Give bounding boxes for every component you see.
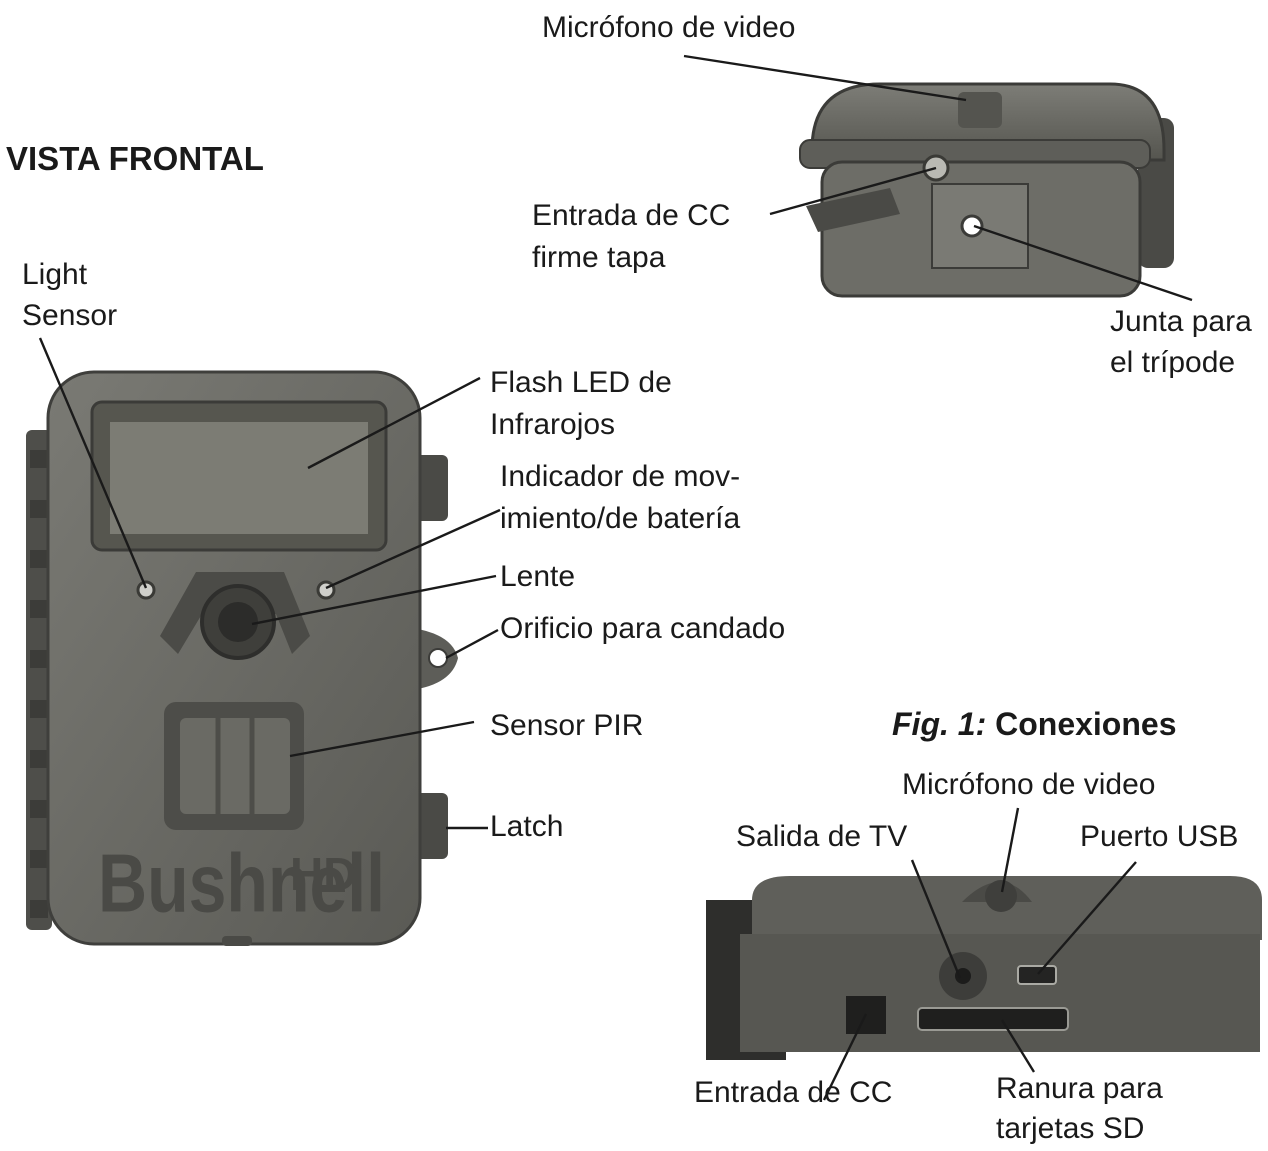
connection-panel bbox=[740, 934, 1260, 1052]
pir-sensor-window bbox=[180, 718, 290, 814]
label-top-video-mic: Micrófono de video bbox=[542, 7, 795, 49]
mic-grill-icon bbox=[985, 880, 1017, 912]
label-conn-video-mic: Micrófono de video bbox=[902, 764, 1155, 806]
label-padlock-hole: Orificio para candado bbox=[500, 608, 785, 650]
label-ir-flash-2: Infrarojos bbox=[490, 404, 615, 446]
label-motion-indicator-2: imiento/de batería bbox=[500, 498, 740, 540]
label-pir-sensor: Sensor PIR bbox=[490, 705, 643, 747]
label-lens: Lente bbox=[500, 556, 575, 598]
label-light-sensor-2: Sensor bbox=[22, 295, 117, 337]
leader-top-mic bbox=[684, 56, 966, 100]
label-tripod-1: Junta para bbox=[1110, 301, 1252, 343]
leader-padlock bbox=[446, 630, 498, 658]
label-tripod-2: el trípode bbox=[1110, 342, 1235, 384]
usb-port-icon bbox=[1018, 966, 1056, 984]
label-tv-out: Salida de TV bbox=[736, 816, 907, 858]
label-top-dc-input-2: firme tapa bbox=[532, 237, 665, 279]
label-sd-slot-1: Ranura para bbox=[996, 1068, 1163, 1110]
brand-suffix: HD bbox=[290, 848, 356, 900]
label-top-dc-input-1: Entrada de CC bbox=[532, 195, 730, 237]
padlock-hole-icon bbox=[429, 649, 447, 667]
mic-bump bbox=[958, 92, 1002, 128]
sd-slot-icon bbox=[918, 1008, 1068, 1030]
tripod-mount-icon bbox=[962, 216, 982, 236]
label-light-sensor-1: Light bbox=[22, 254, 87, 296]
figure-caption: Fig. 1: Conexiones bbox=[892, 706, 1176, 743]
label-ir-flash-1: Flash LED de bbox=[490, 362, 672, 404]
front-view-heading: VISTA FRONTAL bbox=[6, 140, 264, 178]
ir-flash-window bbox=[110, 422, 368, 534]
figure-number: Fig. 1: bbox=[892, 706, 986, 742]
label-usb-port: Puerto USB bbox=[1080, 816, 1238, 858]
label-sd-slot-2: tarjetas SD bbox=[996, 1108, 1144, 1150]
light-sensor-icon bbox=[138, 582, 154, 598]
connections-illustration bbox=[706, 876, 1262, 1060]
label-conn-dc-input: Entrada de CC bbox=[694, 1072, 892, 1114]
label-motion-indicator-1: Indicador de mov- bbox=[500, 456, 740, 498]
figure-title: Conexiones bbox=[995, 706, 1176, 742]
label-latch: Latch bbox=[490, 806, 563, 848]
